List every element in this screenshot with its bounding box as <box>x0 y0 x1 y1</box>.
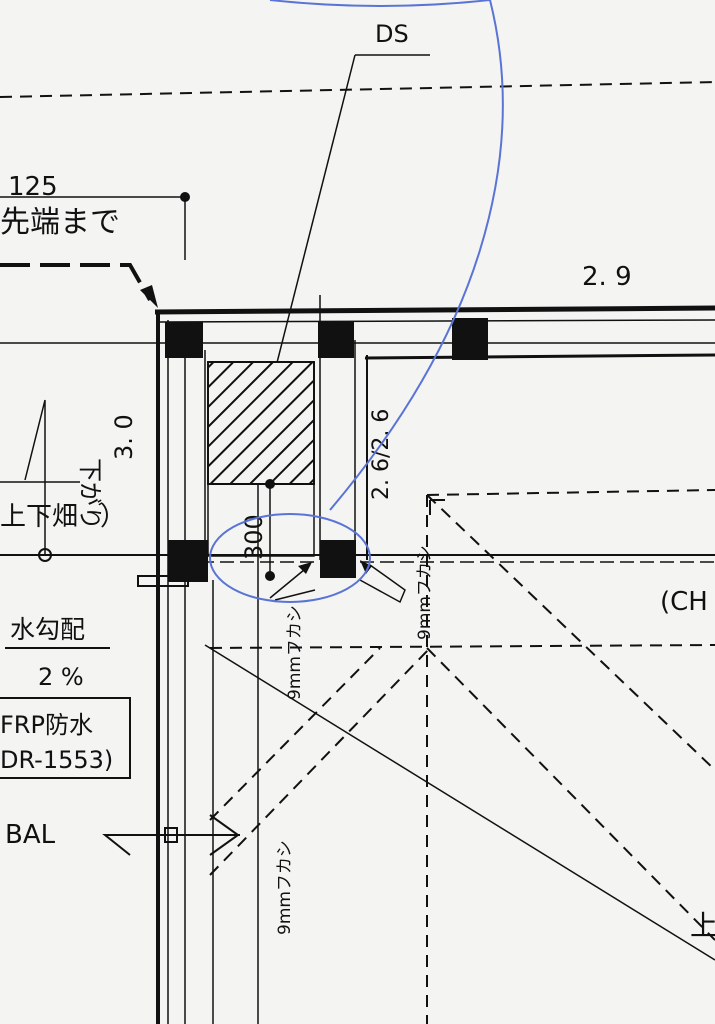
fukashi-label: 9mmフカシ <box>275 840 295 935</box>
ds-label: DS <box>375 20 409 48</box>
bal-label: BAL <box>5 820 56 850</box>
dim-3-0: 3. 0 <box>110 414 138 460</box>
top-dashed-line <box>0 81 715 98</box>
ds-box <box>207 483 315 557</box>
wall-line <box>159 319 715 323</box>
stair-line <box>204 644 715 961</box>
stair-dashed-line <box>209 647 381 821</box>
frp-code: DR-1553) <box>0 746 113 774</box>
dim-dot <box>265 571 275 581</box>
arrow-icon <box>360 560 372 574</box>
ds-duct-hatch <box>207 361 315 485</box>
stair-dashed-line <box>426 647 715 941</box>
up-label: 上 <box>690 909 715 942</box>
stair-dashed-line <box>209 644 715 649</box>
eave-dashed-line <box>0 263 152 301</box>
dim-2-9: 2. 9 <box>582 262 632 292</box>
column <box>452 318 488 360</box>
slope-symbol <box>24 399 46 555</box>
upper-lower-label: 上下畑 <box>0 502 78 532</box>
arrow-icon <box>140 285 158 308</box>
pen-mark <box>329 0 504 511</box>
column <box>318 322 354 358</box>
column <box>320 540 356 578</box>
dim-dot <box>265 479 275 489</box>
ch-label: (CH <box>660 587 708 617</box>
wall-mark <box>137 575 189 587</box>
pen-mark <box>269 0 491 7</box>
pen-circle <box>209 513 371 603</box>
to-tip-label: 先端まで <box>0 205 120 240</box>
arrow-icon <box>429 499 445 515</box>
stair-dashed-line <box>209 647 431 876</box>
arrow-icon <box>298 562 312 574</box>
sagari-label: 下がり <box>76 458 104 530</box>
wall-line <box>364 353 715 360</box>
frp-label: FRP防水 <box>0 711 93 739</box>
stair-dashed-line <box>426 494 715 771</box>
stair-dashed-line <box>426 489 715 496</box>
paren: ） <box>100 502 126 532</box>
slope-pct: 2 % <box>38 663 84 691</box>
section-mark <box>102 814 240 856</box>
dim-dot <box>38 548 52 562</box>
spec-box <box>0 697 131 779</box>
fukashi-label: 9mmフカシ <box>415 545 435 640</box>
column <box>165 322 203 358</box>
ds-leader-line <box>264 54 356 411</box>
fukashi-label: 9mmフカシ <box>285 605 305 700</box>
wall-mark <box>164 827 178 843</box>
wall-top <box>154 305 715 315</box>
water-slope-label: 水勾配 <box>10 615 85 644</box>
